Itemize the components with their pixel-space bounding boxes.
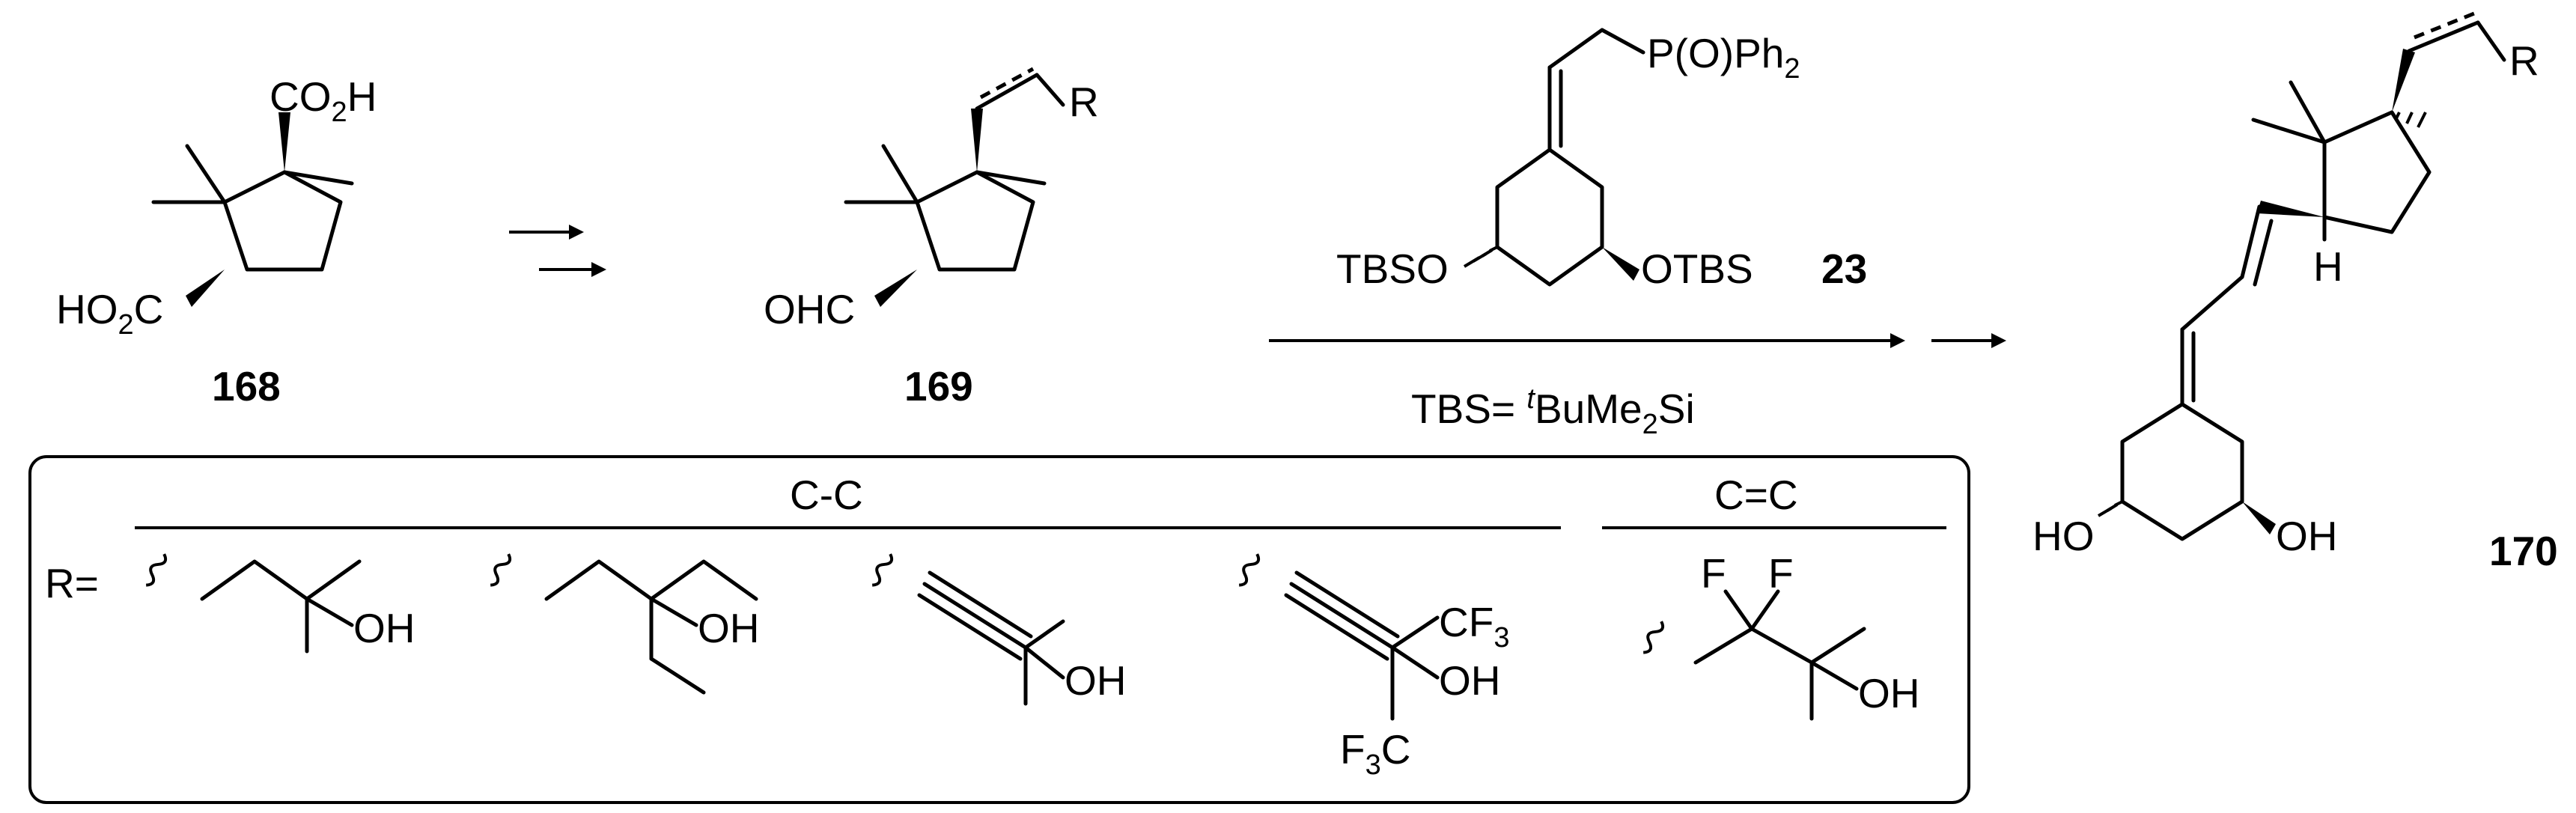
aldehyde-label: OHC bbox=[764, 286, 855, 332]
wedge-bond-side-chain bbox=[971, 109, 983, 172]
box-frame bbox=[28, 455, 1970, 804]
compound-number-169: 169 bbox=[904, 363, 973, 409]
methyl-bond bbox=[975, 170, 1047, 186]
oh-label: OH bbox=[1065, 657, 1127, 704]
compound-number-168: 168 bbox=[212, 363, 281, 409]
hashed-methyl bbox=[2394, 112, 2427, 128]
group-header-ccdouble: C=C bbox=[1714, 472, 1798, 518]
co2h-label: CO2H bbox=[270, 73, 377, 128]
methyl-bond bbox=[282, 170, 354, 186]
multistep-arrow bbox=[509, 225, 606, 277]
cyclopentane-ring-169 bbox=[915, 170, 1035, 272]
hashed-bond-left-170 bbox=[2097, 500, 2123, 517]
optional-double-bond bbox=[979, 67, 1035, 100]
reagent-23: P(O)Ph2 TBSO OTBS 23 bbox=[1336, 28, 1867, 292]
r-label: R bbox=[1069, 79, 1099, 125]
wedge-bond-ester bbox=[186, 270, 225, 307]
f-label-2: F bbox=[1768, 550, 1794, 597]
oh-label: OH bbox=[698, 605, 760, 651]
tbso-label: TBSO bbox=[1336, 246, 1449, 292]
r-group-box: C-C C=C R= OH OH bbox=[28, 455, 1970, 804]
optional-double-bond bbox=[2414, 11, 2475, 40]
ho2c-label: HO2C bbox=[56, 286, 163, 341]
cf3-bottom-label: F3C bbox=[1340, 726, 1410, 781]
wedge-bond-triene bbox=[2257, 201, 2324, 217]
phosphine-oxide-label: P(O)Ph2 bbox=[1647, 30, 1800, 85]
gem-methyl-1 bbox=[185, 144, 227, 204]
h-label: H bbox=[2313, 243, 2343, 290]
diene-bond-1 bbox=[2240, 204, 2262, 279]
oh-label: OH bbox=[1858, 670, 1920, 716]
wedge-bond-co2h bbox=[278, 112, 290, 172]
diene-bond-1b bbox=[2253, 219, 2274, 287]
cf3-top-label: CF3 bbox=[1439, 599, 1509, 654]
wedge-bond-side-chain bbox=[2392, 49, 2415, 112]
compound-170: R H HO OH 170 bbox=[2033, 11, 2558, 574]
wedge-bond-right-170 bbox=[2242, 502, 2276, 535]
compound-168: CO2H HO2C 168 bbox=[56, 73, 377, 409]
wedge-bond-aldehyde bbox=[874, 270, 917, 307]
gem-methyl-1 bbox=[881, 144, 919, 204]
side-chain-bond bbox=[975, 73, 1039, 111]
substituent-3: OH bbox=[871, 553, 1127, 706]
allyl-bond-1 bbox=[1547, 28, 1604, 70]
compound-169: R OHC 169 bbox=[764, 67, 1099, 409]
substituent-4: CF3 OH F3C bbox=[1238, 553, 1509, 781]
r-equals-label: R= bbox=[45, 560, 99, 606]
substituent-2: OH bbox=[490, 553, 760, 695]
wedge-bond-right bbox=[1602, 247, 1639, 281]
cyclopentane-ring-168 bbox=[222, 170, 343, 272]
compound-number-23: 23 bbox=[1821, 246, 1867, 292]
cyclohexane-ring-170 bbox=[2120, 402, 2244, 541]
side-chain-bond-2 bbox=[1035, 73, 1065, 107]
gem-methyl-2 bbox=[2251, 118, 2327, 144]
cyclohexane-ring-23 bbox=[1495, 147, 1604, 287]
r-label-170: R bbox=[2509, 37, 2539, 84]
substituent-5: F F OH bbox=[1642, 550, 1920, 721]
reaction-arrow bbox=[1269, 333, 2006, 348]
substituent-1: OH bbox=[145, 553, 415, 654]
cyclopentane-ring-170 bbox=[2322, 110, 2432, 234]
group-header-cc: C-C bbox=[790, 472, 863, 518]
allyl-bond-2 bbox=[1600, 28, 1645, 55]
tbs-definition: TBS= tBuMe2Si bbox=[1411, 383, 1695, 440]
f-label-1: F bbox=[1701, 550, 1726, 597]
oh-label: OH bbox=[353, 605, 415, 651]
compound-number-170: 170 bbox=[2489, 528, 2558, 574]
oh-label: OH bbox=[1439, 657, 1501, 704]
oh-label-170: OH bbox=[2276, 513, 2338, 559]
gem-methyl-1 bbox=[2289, 80, 2327, 144]
ho-label-170: HO bbox=[2033, 513, 2095, 559]
side-chain-bond-2 bbox=[2476, 20, 2506, 62]
otbs-label: OTBS bbox=[1641, 246, 1753, 292]
side-chain-bond bbox=[2407, 20, 2480, 53]
hashed-bond-left bbox=[1463, 246, 1498, 268]
diene-bond-2 bbox=[2180, 275, 2244, 332]
